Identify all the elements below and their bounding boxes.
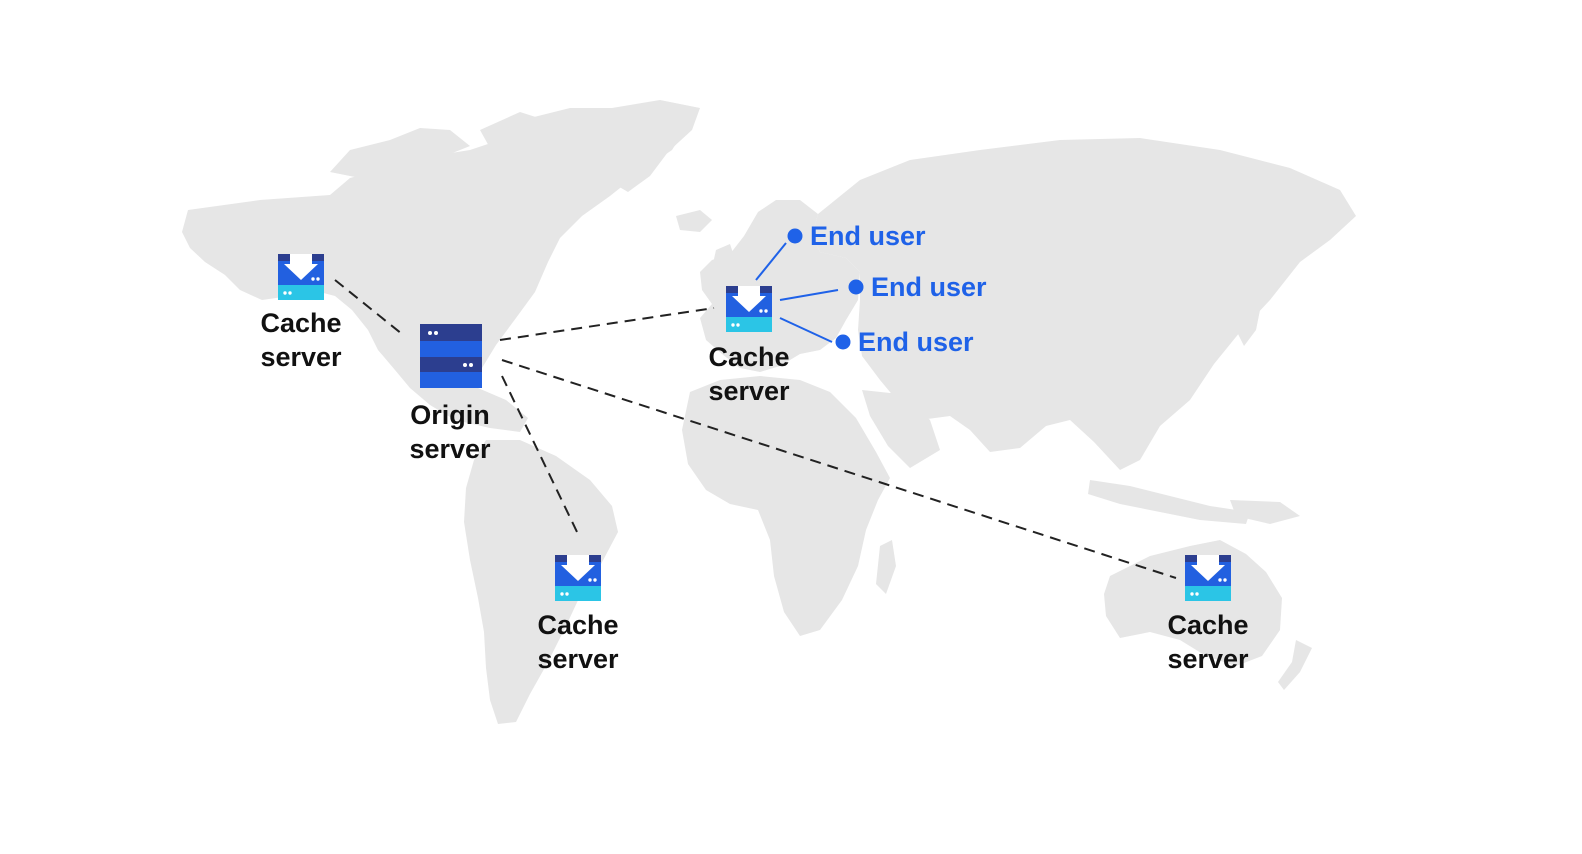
- cache-server-label-europe: Cache server: [689, 340, 809, 408]
- connector-origin-to-australia-cache: [501, 359, 1177, 579]
- end-user-label: End user: [871, 272, 987, 302]
- cache-server-icon: [278, 254, 324, 300]
- world-map: [182, 100, 1356, 724]
- origin-server-icon: [420, 324, 482, 388]
- cache-label-line2: server: [708, 376, 790, 406]
- end-user-dots: [787, 228, 864, 350]
- cache-server-icon: [555, 555, 601, 601]
- end-user-dot: [835, 334, 851, 350]
- cache-label-line1: Cache: [1167, 610, 1249, 640]
- origin-connectors: [334, 279, 1177, 579]
- cache-label-line1: Cache: [260, 308, 342, 338]
- end-user-connectors: [755, 242, 839, 343]
- cache-server-icon: [726, 286, 772, 332]
- british-isles: [712, 244, 736, 286]
- baffin-island: [480, 112, 545, 150]
- australia-landmass: [1104, 540, 1282, 666]
- connector-origin-to-europe-cache: [499, 307, 715, 341]
- connector-to-end-user-1: [755, 242, 787, 281]
- cache-server-label-australia: Cache server: [1148, 608, 1268, 676]
- africa-landmass: [682, 376, 890, 636]
- new-zealand: [1278, 640, 1312, 690]
- cache-server-label-south-america: Cache server: [518, 608, 638, 676]
- end-user-dot: [848, 279, 864, 295]
- arabian-peninsula: [862, 390, 940, 468]
- origin-label-line1: Origin: [410, 400, 490, 430]
- origin-label-line2: server: [409, 434, 491, 464]
- end-user-label: End user: [810, 221, 926, 251]
- end-user-dot: [787, 228, 803, 244]
- north-america-landmass: [182, 108, 690, 432]
- south-america-landmass: [464, 440, 618, 724]
- cache-label-line1: Cache: [708, 342, 790, 372]
- arctic-islands: [330, 128, 470, 178]
- connector-origin-to-south-america-cache: [501, 375, 579, 535]
- cache-label-line2: server: [260, 342, 342, 372]
- asia-landmass: [812, 138, 1356, 470]
- cache-label-line1: Cache: [537, 610, 619, 640]
- cache-label-line2: server: [537, 644, 619, 674]
- cache-server-icon: [1185, 555, 1231, 601]
- iceland: [676, 210, 712, 232]
- southeast-asia-islands: [1088, 480, 1250, 524]
- connector-to-end-user-3: [779, 317, 833, 343]
- greenland-landmass: [588, 100, 700, 192]
- cache-label-line2: server: [1167, 644, 1249, 674]
- connector-to-end-user-2: [779, 289, 839, 301]
- madagascar: [876, 540, 896, 594]
- new-guinea: [1230, 500, 1300, 524]
- japan: [1236, 280, 1262, 346]
- cache-server-label-north-america: Cache server: [241, 306, 361, 374]
- origin-server-label: Origin server: [390, 398, 510, 466]
- connector-origin-to-north-america-cache: [334, 279, 403, 335]
- end-user-label: End user: [858, 327, 974, 357]
